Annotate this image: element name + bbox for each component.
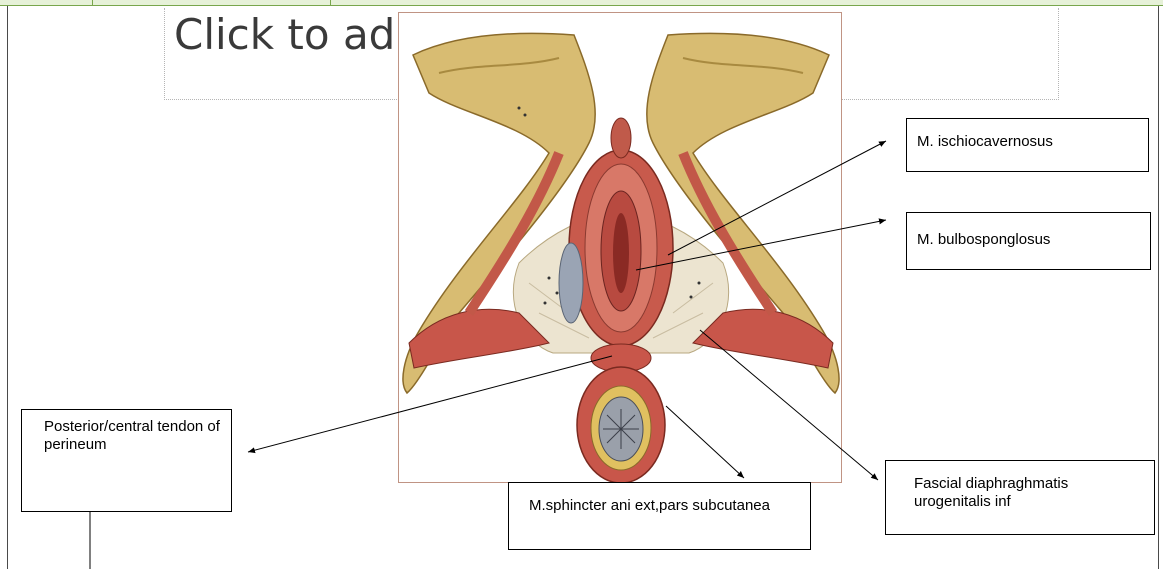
label-bulbospongiosus: M. bulbosponglosus: [906, 212, 1151, 270]
perineum-drawing: [399, 13, 842, 483]
anatomy-illustration: [398, 12, 842, 483]
label-ischiocavernosus-text: M. ischiocavernosus: [917, 133, 1053, 150]
label-central-tendon: Posterior/central tendon of perineum: [21, 409, 232, 512]
title-placeholder-text[interactable]: Click to ad: [174, 10, 395, 59]
label-sphincter-ani: M.sphincter ani ext,pars subcutanea: [508, 482, 811, 550]
label-ischiocavernosus: M. ischiocavernosus: [906, 118, 1149, 172]
ribbon-separator: [92, 0, 93, 6]
slide-right-edge: [1158, 6, 1159, 569]
label-central-tendon-text: Posterior/central tendon of perineum: [44, 418, 220, 453]
ribbon-strip: [0, 0, 1163, 6]
label-fascia: Fascial diaphraghmatis urogenitalis inf: [885, 460, 1155, 535]
label-bulbospongiosus-text: M. bulbosponglosus: [917, 231, 1050, 248]
label-fascia-text: Fascial diaphraghmatis urogenitalis inf: [914, 475, 1068, 510]
slide-left-edge: [7, 6, 8, 569]
label-sphincter-ani-text: M.sphincter ani ext,pars subcutanea: [529, 497, 770, 514]
ribbon-separator: [330, 0, 331, 6]
